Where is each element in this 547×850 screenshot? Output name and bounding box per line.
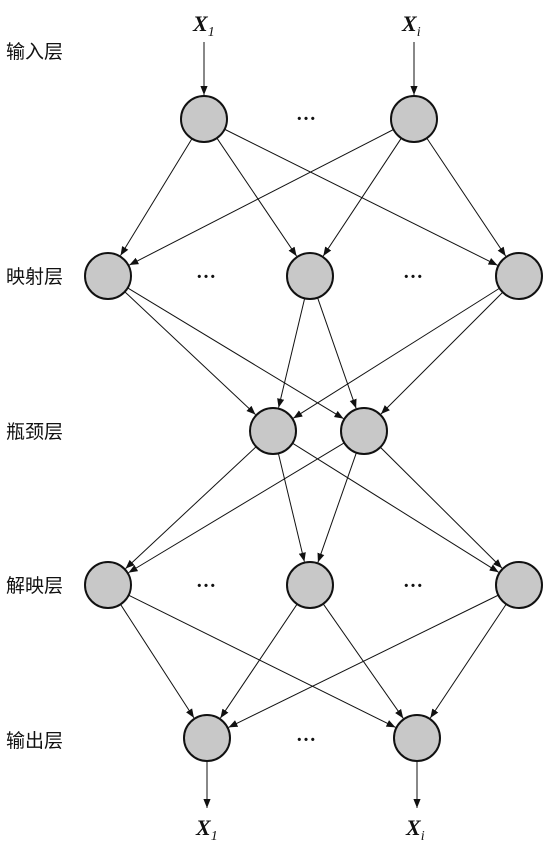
layer-label-demapping: 解映层	[6, 575, 63, 597]
connection-arrow	[128, 594, 396, 728]
demapping-node-2	[286, 561, 334, 609]
connection-arrow	[317, 297, 357, 409]
connection-arrow	[224, 128, 498, 266]
input-label-x1: X1	[192, 11, 215, 40]
output-node-2	[393, 714, 441, 762]
ellipsis-mapping-layer-left: …	[196, 261, 216, 283]
connection-arrow	[129, 129, 394, 266]
connection-arrow	[426, 137, 507, 257]
connection-arrow	[125, 446, 257, 569]
connection-arrow	[216, 137, 297, 257]
neuron-nodes	[84, 95, 543, 762]
output-label-xi: Xi	[405, 815, 425, 844]
connection-arrow	[429, 603, 507, 719]
connection-arrow	[120, 604, 195, 719]
connection-arrow	[277, 298, 306, 408]
output-label-x1: X1	[195, 815, 218, 844]
connection-arrow	[124, 291, 256, 415]
ellipsis-demapping-layer-right: …	[403, 570, 423, 592]
connection-arrow	[120, 138, 193, 256]
connection-arrow	[127, 287, 344, 419]
layer-label-output: 输出层	[6, 730, 63, 752]
connection-arrow	[380, 291, 504, 415]
ellipsis-demapping-layer-left: …	[196, 570, 216, 592]
output-node-1	[183, 714, 231, 762]
input-node-1	[180, 95, 228, 143]
connection-arrow	[317, 452, 357, 563]
connection-arrow	[293, 287, 500, 419]
layer-label-bottleneck: 瓶颈层	[6, 421, 63, 443]
mapping-node-1	[84, 252, 132, 300]
demapping-node-3	[495, 561, 543, 609]
connection-arrow	[379, 446, 503, 569]
layer-label-input: 输入层	[6, 41, 63, 63]
connection-arrow	[322, 137, 402, 257]
ellipsis-input-layer: …	[296, 103, 316, 125]
connection-arrow	[128, 442, 345, 574]
bottleneck-node-1	[249, 407, 297, 455]
bottleneck-node-2	[340, 407, 388, 455]
layer-label-mapping: 映射层	[6, 266, 63, 288]
connection-arrow	[292, 442, 499, 573]
ellipsis-mapping-layer-right: …	[403, 261, 423, 283]
demapping-node-1	[84, 561, 132, 609]
connection-arrow	[228, 594, 499, 728]
ellipsis-output-layer: …	[296, 724, 316, 746]
mapping-node-3	[495, 252, 543, 300]
mapping-node-2	[286, 252, 334, 300]
connection-arrow	[277, 453, 306, 562]
connection-lines	[120, 42, 507, 808]
input-label-xi: Xi	[401, 11, 421, 40]
input-node-2	[390, 95, 438, 143]
connection-arrow	[219, 603, 298, 719]
